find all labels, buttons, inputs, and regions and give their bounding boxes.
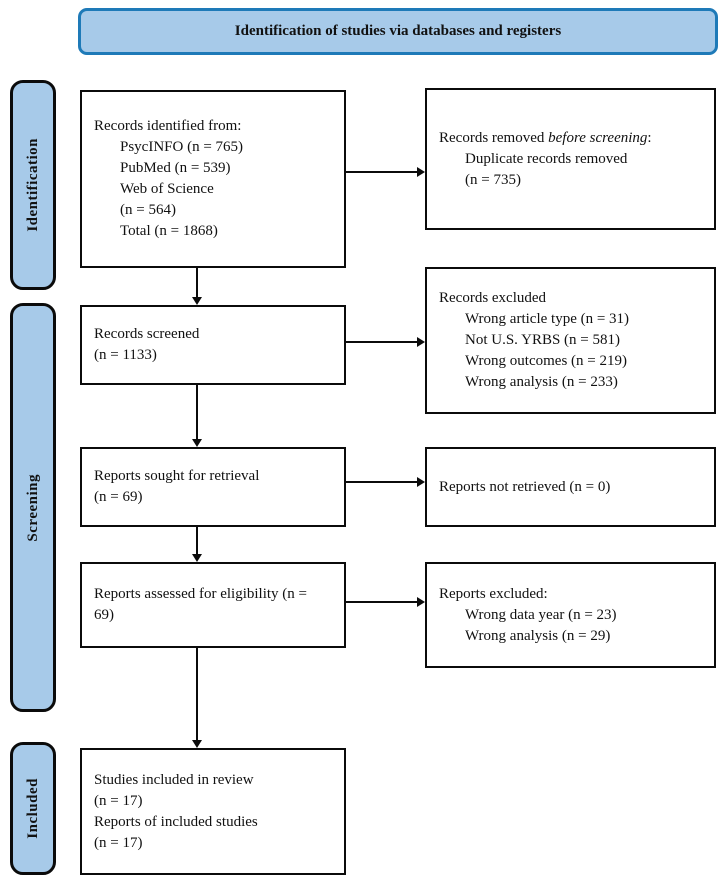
box-line: 69) (94, 607, 114, 623)
list-item: Wrong outcomes (n = 219) (465, 353, 627, 369)
box-line: Reports assessed for eligibility (n = (94, 586, 308, 602)
list-item: Wrong article type (n = 31) (465, 311, 630, 327)
box-line: (n = 69) (94, 489, 143, 505)
box-title: Records removed before screening: (439, 128, 708, 149)
stage-label-screening: Screening (24, 473, 41, 542)
list-item: Wrong data year (n = 23) (465, 606, 617, 623)
box-line: (n = 17) (94, 834, 143, 851)
arrow-sought-to-not-retrieved (346, 477, 425, 487)
arrow-screened-to-excluded (346, 337, 425, 347)
arrow-sought-to-assessed (192, 527, 202, 562)
box-title: Reports excluded: (439, 585, 548, 602)
stage-panel-included: Included (10, 742, 56, 875)
box-line: (n = 1133) (94, 347, 157, 363)
box-reports-sought: Reports sought for retrieval (n = 69) (80, 447, 346, 527)
box-line: Reports of included studies (94, 813, 258, 830)
arrow-assessed-to-included (192, 648, 202, 748)
stage-panel-screening: Screening (10, 303, 56, 712)
stage-label-included: Included (24, 778, 41, 839)
title-prefix: Records removed (439, 129, 549, 146)
list-item: PsycINFO (n = 765) (120, 139, 244, 155)
arrow-screened-to-sought (192, 385, 202, 447)
list-item: (n = 564) (120, 202, 176, 218)
stage-panel-identification: Identification (10, 80, 56, 290)
box-line: Reports sought for retrieval (94, 468, 260, 484)
header-banner: Identification of studies via databases … (78, 8, 718, 55)
list-item: Total (n = 1868) (120, 223, 218, 239)
stage-label-identification: Identification (24, 138, 41, 232)
box-title: Records identified from: (94, 118, 242, 134)
box-line: Reports not retrieved (n = 0) (439, 478, 611, 495)
list-item: PubMed (n = 539) (120, 160, 231, 176)
list-item: Duplicate records removed (465, 150, 628, 167)
arrow-identified-to-removed (346, 167, 425, 177)
arrow-identified-to-screened (192, 268, 202, 305)
box-reports-excluded: Reports excluded: Wrong data year (n = 2… (425, 562, 716, 668)
arrow-assessed-to-excluded (346, 597, 425, 607)
box-reports-not-retrieved: Reports not retrieved (n = 0) (425, 447, 716, 527)
box-records-removed: Records removed before screening: Duplic… (425, 88, 716, 230)
box-records-excluded: Records excluded Wrong article type (n =… (425, 267, 716, 414)
box-line: (n = 17) (94, 792, 143, 809)
box-records-screened: Records screened (n = 1133) (80, 305, 346, 385)
box-studies-included: Studies included in review (n = 17) Repo… (80, 748, 346, 875)
title-suffix: : (647, 129, 652, 146)
box-title: Records excluded (439, 290, 547, 306)
list-item: (n = 735) (465, 171, 521, 188)
box-records-identified: Records identified from: PsycINFO (n = 7… (80, 90, 346, 268)
list-item: Web of Science (120, 181, 214, 197)
box-line: Records screened (94, 326, 200, 342)
box-line: Studies included in review (94, 771, 254, 788)
list-item: Wrong analysis (n = 29) (465, 627, 611, 644)
header-title: Identification of studies via databases … (234, 23, 562, 39)
list-item: Not U.S. YRBS (n = 581) (465, 332, 621, 348)
list-item: Wrong analysis (n = 233) (465, 374, 618, 390)
title-italic: before screening (548, 129, 648, 146)
box-reports-assessed: Reports assessed for eligibility (n = 69… (80, 562, 346, 648)
